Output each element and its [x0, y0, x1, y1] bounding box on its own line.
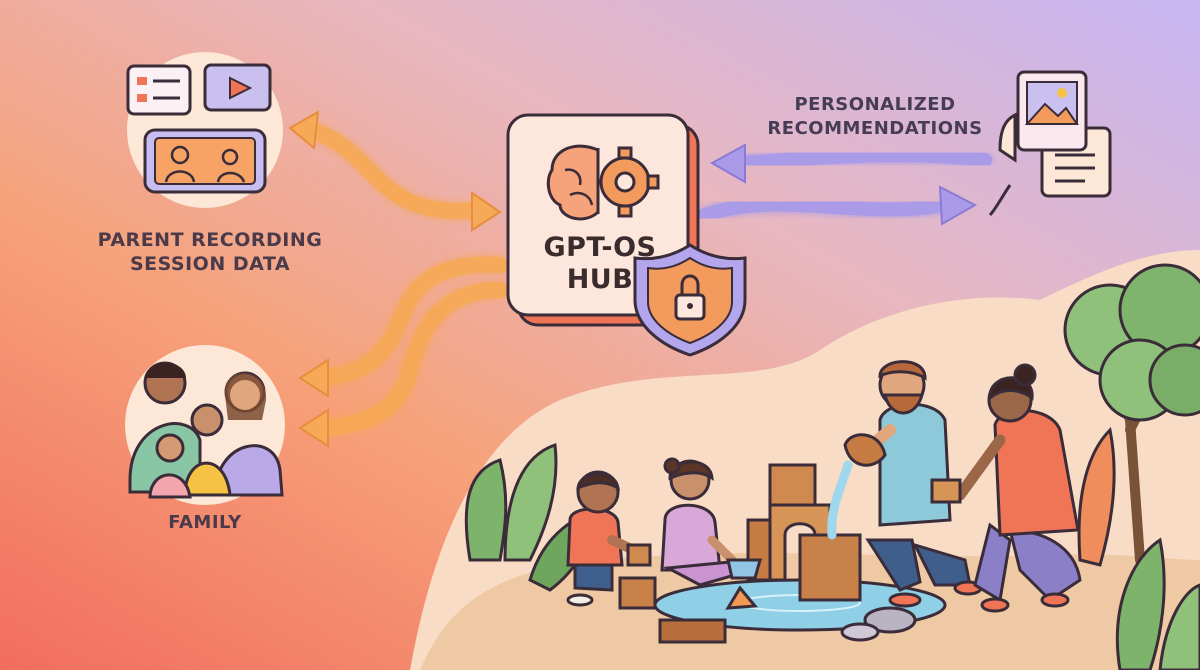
arrow-recording-to-hub [302, 122, 488, 219]
arrow-recommendations-to-hub [733, 148, 992, 170]
family-portrait-icon [125, 345, 285, 505]
parent-recording-label-line1: PARENT RECORDING [97, 229, 323, 251]
hub-label: GPT-OS HUB [535, 232, 665, 296]
arrowhead-to-recording [288, 110, 320, 150]
recommendations-label: PERSONALIZED RECOMMENDATIONS [745, 93, 1005, 141]
child-boy [566, 470, 652, 607]
shield-lock-icon [633, 243, 747, 357]
rock [863, 606, 917, 634]
mother-figure [930, 363, 1082, 613]
arrowhead-to-hub [471, 191, 502, 232]
parent-recording-label-line2: SESSION DATA [129, 253, 291, 275]
wooden-blocks [618, 463, 862, 644]
plants-right [1077, 426, 1200, 670]
child-girl [660, 457, 762, 587]
hub-label-line2: HUB [566, 264, 634, 295]
arrow-hub-to-recommendations [698, 197, 952, 222]
brain-gear-icon [546, 144, 660, 221]
recommendations-label-line2: RECOMMENDATIONS [767, 118, 983, 139]
image-document-icon [988, 70, 1112, 217]
father-figure [843, 360, 983, 608]
video-chat-icon [126, 52, 283, 208]
arrowhead-to-recommendations [938, 185, 978, 226]
arrow-hub-to-family-2 [312, 282, 508, 436]
recommendations-label-line1: PERSONALIZED [794, 94, 956, 115]
parent-recording-label: PARENT RECORDING SESSION DATA [70, 228, 350, 276]
water-stream [827, 460, 853, 540]
family-label: FAMILY [168, 512, 242, 533]
arrowhead-to-hub-purple [709, 143, 746, 184]
hub-label-line1: GPT-OS [543, 232, 657, 263]
arrow-hub-to-family-1 [312, 256, 508, 386]
arrowhead-family-1 [298, 358, 329, 398]
tree-right [1063, 263, 1200, 565]
rock [840, 622, 880, 642]
arrowhead-family-2 [298, 408, 329, 448]
